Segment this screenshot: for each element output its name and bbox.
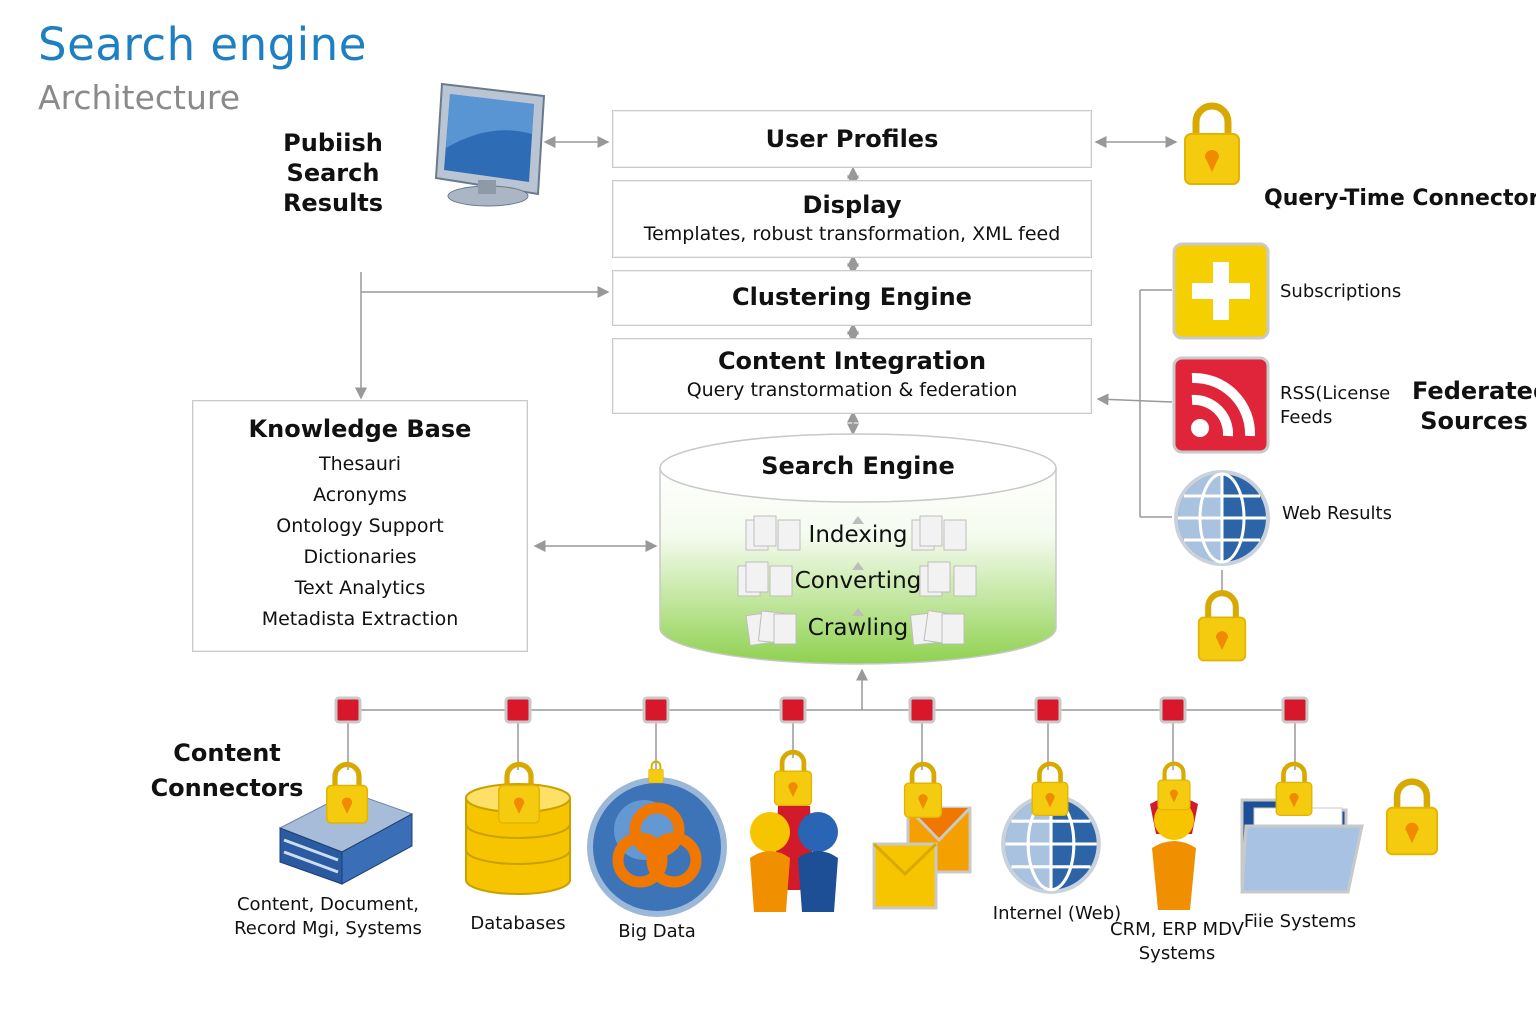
- user-profiles-title: User Profiles: [765, 125, 939, 153]
- lock-icon: [1184, 102, 1240, 185]
- globe-icon: [1001, 794, 1101, 894]
- kb-item: Thesauri: [318, 453, 401, 475]
- lock-icon: [903, 761, 943, 818]
- monitor-icon: [434, 82, 546, 207]
- rss-icon: [1172, 356, 1270, 454]
- content-integration-title: Content Integration: [717, 347, 987, 375]
- lock-icon: [326, 761, 368, 824]
- plus-icon: [1172, 242, 1270, 340]
- federated-sources-label: Federated Sources: [1412, 377, 1536, 435]
- kb-item: Ontology Support: [276, 515, 444, 537]
- lock-icon: [1275, 761, 1313, 817]
- kb-item: Acronyms: [313, 484, 407, 506]
- connector-node: [908, 696, 936, 724]
- people-icon: [750, 806, 838, 912]
- display-title: Display: [802, 191, 902, 219]
- lock-icon: [773, 749, 813, 806]
- email-icon: [872, 806, 972, 910]
- lock-icon: [498, 761, 540, 824]
- search-engine-cylinder: [659, 433, 1057, 665]
- source-label-content-document: Content, Document, Record Mgi, Systems: [234, 894, 422, 939]
- connector-node: [504, 696, 532, 724]
- search-engine-layer-indexing: Indexing: [808, 522, 908, 548]
- kb-item: Dictionaries: [303, 546, 417, 568]
- clustering-engine-title: Clustering Engine: [732, 283, 972, 311]
- kb-item: Metadista Extraction: [261, 608, 459, 630]
- user-profiles-box: User Profiles: [612, 110, 1092, 168]
- connector-node: [1034, 696, 1062, 724]
- kb-item: Text Analytics: [294, 577, 426, 599]
- connector-node: [642, 696, 670, 724]
- source-label-databases: Databases: [470, 913, 566, 934]
- search-engine-layer-converting: Converting: [794, 568, 922, 594]
- page-title: Search engine: [38, 18, 367, 71]
- knowledge-base-box: Knowledge Base Thesauri Acronyms Ontolog…: [192, 400, 528, 652]
- connector-node: [779, 696, 807, 724]
- lock-icon: [1385, 778, 1439, 856]
- query-time-connectors-label: Query-Time Connectors: [1264, 186, 1536, 211]
- knowledge-base-title: Knowledge Base: [248, 415, 472, 443]
- source-label-crm-erp: CRM, ERP MDV Systems: [1110, 919, 1244, 964]
- clustering-engine-box: Clustering Engine: [612, 270, 1092, 326]
- display-box: Display Templates, robust transformation…: [612, 180, 1092, 258]
- connector-node: [1281, 696, 1309, 724]
- lock-icon: [1157, 761, 1191, 811]
- publish-search-results-label: Pubiish Search Results: [282, 129, 384, 217]
- search-engine-title: Search Engine: [761, 452, 955, 480]
- content-integration-box: Content Integration Query transtormation…: [612, 338, 1092, 414]
- federated-item-web-results: Web Results: [1282, 503, 1392, 524]
- big-data-icon: [587, 777, 727, 917]
- content-integration-subtitle: Query transtormation & federation: [686, 379, 1018, 401]
- lock-icon: [1031, 761, 1069, 817]
- source-label-file-systems: Fiie Systems: [1243, 911, 1357, 932]
- lock-icon: [648, 760, 664, 784]
- content-connectors-label: Content Connectors: [150, 739, 304, 802]
- federated-item-subscriptions: Subscriptions: [1280, 281, 1402, 302]
- source-label-big-data: Big Data: [618, 921, 696, 942]
- source-label-internet: Internel (Web): [992, 903, 1122, 924]
- federated-item-rss: RSS(License Feeds: [1280, 383, 1391, 428]
- database-icon: [465, 783, 571, 895]
- lock-icon: [1197, 590, 1247, 662]
- connector-node: [1159, 696, 1187, 724]
- display-subtitle: Templates, robust transformation, XML fe…: [643, 223, 1061, 245]
- page-subtitle: Architecture: [38, 78, 241, 117]
- globe-icon: [1174, 470, 1270, 566]
- search-engine-layer-crawling: Crawling: [807, 615, 909, 641]
- connector-node: [334, 696, 362, 724]
